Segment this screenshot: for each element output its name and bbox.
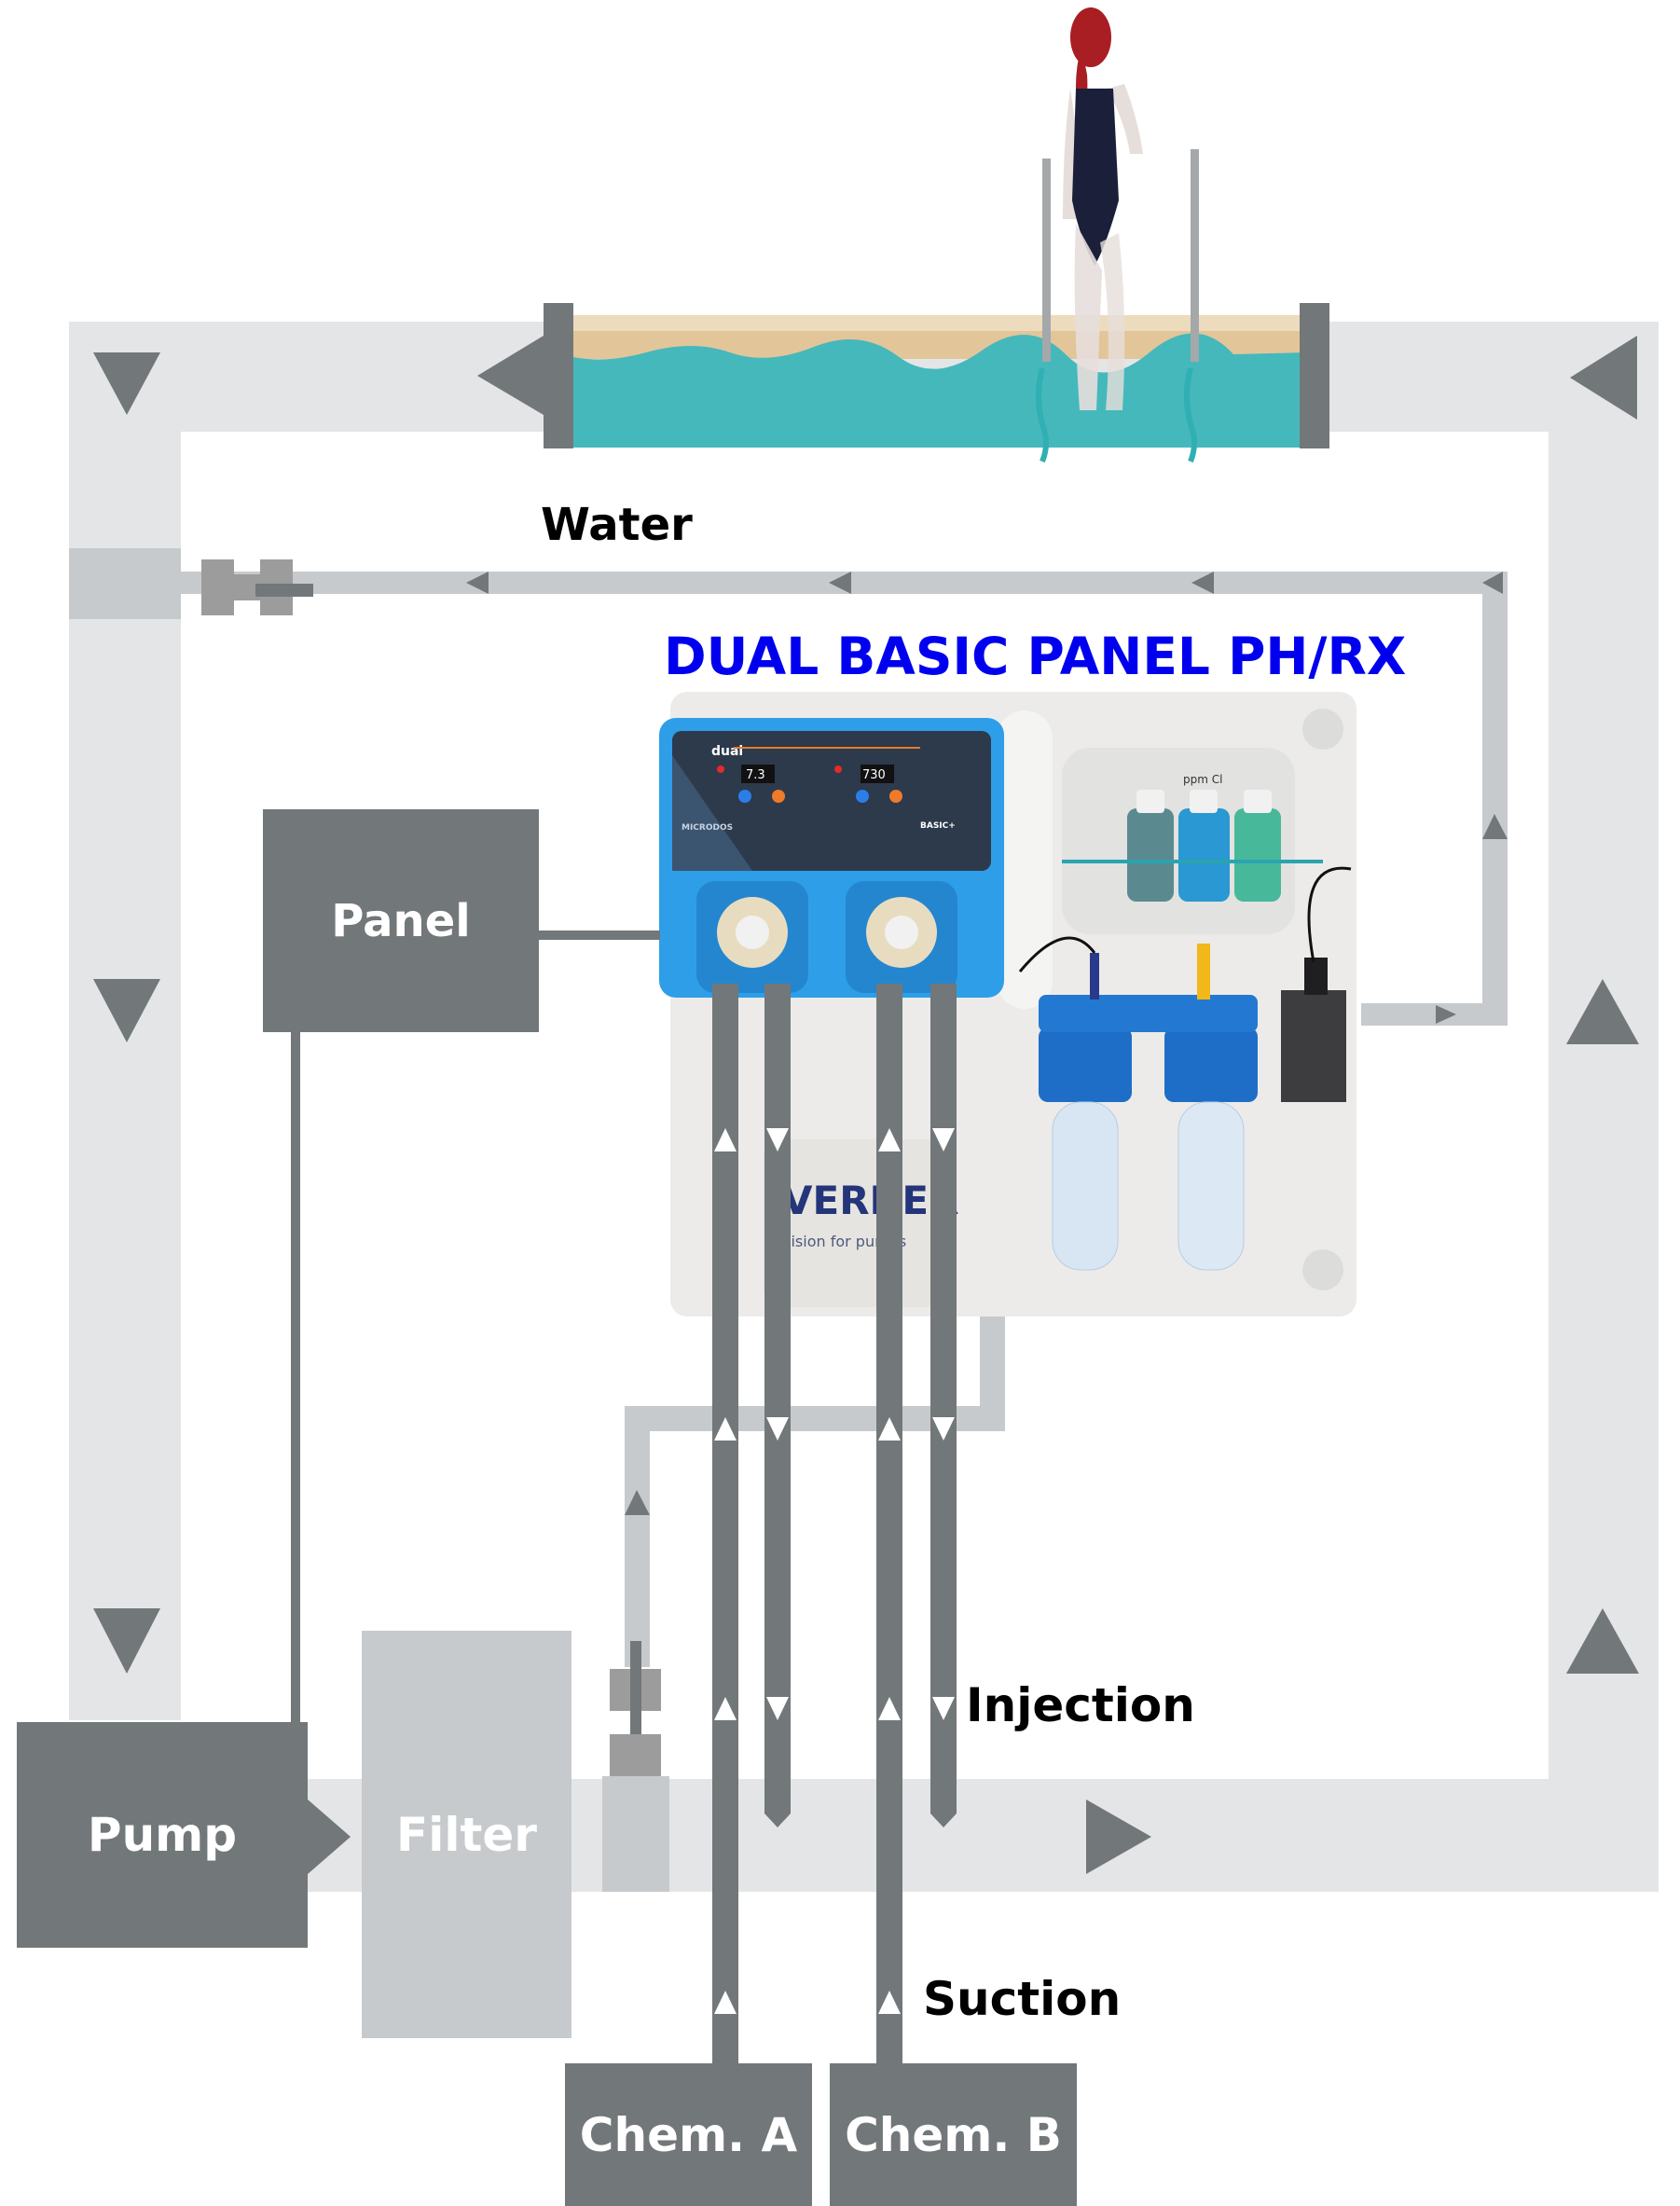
panel-cable-to-pump <box>291 1032 300 1724</box>
rx-display: 730 <box>862 768 886 782</box>
arrow-left-icon <box>1191 572 1214 594</box>
chem-b-suction-line <box>876 984 902 2065</box>
arrow-up-icon <box>714 1991 737 2014</box>
injection-tip-b <box>930 1813 957 1827</box>
arrow-down-icon <box>93 1608 160 1674</box>
board-brand: VERDER <box>782 1178 958 1223</box>
arrow-down-icon <box>932 1128 955 1151</box>
pump-label: Pump <box>87 1808 238 1862</box>
arrow-up-icon <box>878 1991 901 2014</box>
device-model: BASIC+ <box>920 821 956 831</box>
arrow-right-icon <box>1436 1005 1456 1024</box>
chem-a-label: Chem. A <box>579 2107 798 2162</box>
pool-wall-right <box>1300 303 1329 448</box>
arrow-up-icon <box>625 1490 650 1515</box>
arrow-up-icon <box>878 1128 901 1151</box>
arrow-up-icon <box>878 1417 901 1441</box>
filter-box[interactable]: Filter <box>362 1631 571 2038</box>
filter-label: Filter <box>396 1807 537 1862</box>
pool <box>544 149 1329 463</box>
water-label: Water <box>541 499 693 551</box>
pump-box[interactable]: Pump <box>17 1722 308 1948</box>
ph-display: 7.3 <box>746 768 765 782</box>
arrow-right-icon <box>308 1799 351 1874</box>
arrow-left-icon <box>466 572 489 594</box>
arrow-up-icon <box>878 1697 901 1720</box>
chem-a-container[interactable]: Chem. A <box>565 2063 812 2206</box>
arrow-down-icon <box>932 1417 955 1441</box>
chem-a-injection-line <box>764 984 791 1813</box>
arrow-up-icon <box>1566 979 1639 1044</box>
arrow-down-icon <box>766 1128 789 1151</box>
sample-return-down <box>625 1406 650 1667</box>
injection-fitting <box>602 1641 669 1892</box>
water-line-return <box>1361 1003 1508 1026</box>
arrow-up-icon <box>714 1697 737 1720</box>
chem-b-injection-line <box>930 984 957 1813</box>
water-tap-fitting <box>201 559 313 615</box>
panel-label: Panel <box>331 894 471 947</box>
dosing-pump-unit: dual MICRODOS BASIC+ <box>659 718 1004 998</box>
arrow-up-icon <box>714 1417 737 1441</box>
panel-cable-to-device <box>539 931 660 940</box>
arrow-up-icon <box>1482 814 1508 839</box>
chem-b-label: Chem. B <box>845 2107 1062 2162</box>
arrow-down-icon <box>766 1417 789 1441</box>
suction-label: Suction <box>923 1972 1122 2026</box>
arrow-left-icon <box>829 572 851 594</box>
swimmer-figure <box>1063 7 1143 410</box>
chem-a-suction-line <box>712 984 738 2065</box>
arrow-left-icon <box>1570 336 1637 420</box>
arrow-down-icon <box>93 979 160 1042</box>
chem-b-container[interactable]: Chem. B <box>830 2063 1077 2206</box>
device-maker: MICRODOS <box>682 823 733 833</box>
injection-label: Injection <box>966 1678 1195 1732</box>
diagram-title: DUAL BASIC PANEL PH/RX <box>664 627 1407 686</box>
arrow-left-icon <box>477 336 544 415</box>
arrow-right-icon <box>1086 1799 1151 1874</box>
pool-wall-left <box>544 303 573 448</box>
board-tagline: vision for pumps <box>782 1233 906 1250</box>
arrow-down-icon <box>93 352 160 415</box>
panel-box[interactable]: Panel <box>263 809 539 1032</box>
injection-tip-a <box>764 1813 791 1827</box>
water-tap-left <box>69 548 181 619</box>
water-line-right <box>1482 572 1508 1026</box>
bottle-label: ppm Cl <box>1183 773 1222 786</box>
arrow-up-icon <box>714 1128 737 1151</box>
arrow-left-icon <box>1482 572 1503 594</box>
arrow-up-icon <box>1566 1608 1639 1674</box>
arrow-down-icon <box>766 1697 789 1720</box>
arrow-down-icon <box>932 1697 955 1720</box>
